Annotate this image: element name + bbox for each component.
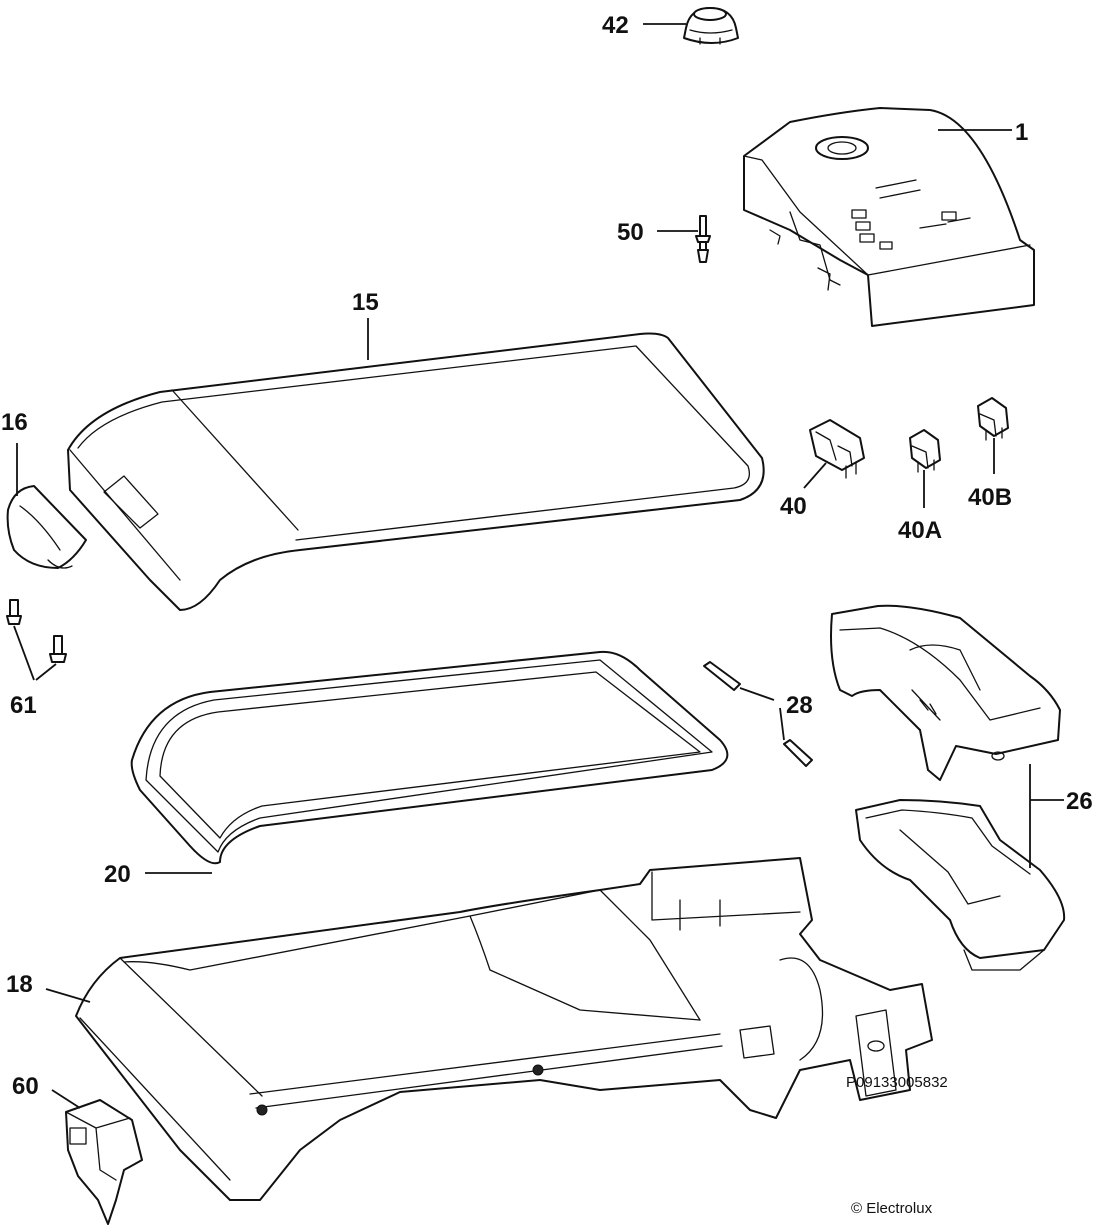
diagram-code: P09133005832 xyxy=(846,1074,948,1091)
callout-20: 20 xyxy=(104,861,131,888)
leader-60 xyxy=(51,1089,81,1109)
leader-18 xyxy=(45,988,91,1003)
part-26-lower-bracket xyxy=(855,799,1066,971)
part-40b-button xyxy=(977,397,1009,441)
callout-26: 26 xyxy=(1066,788,1093,815)
callout-1: 1 xyxy=(1015,119,1028,146)
part-26-upper-bracket xyxy=(830,604,1061,781)
copyright-notice: © Electrolux xyxy=(851,1200,933,1217)
callout-60: 60 xyxy=(12,1073,39,1100)
part-61-screws xyxy=(6,599,67,663)
part-50-pin xyxy=(695,215,711,263)
leader-61b xyxy=(35,663,57,681)
callout-40a: 40A xyxy=(898,517,942,544)
part-15-lid xyxy=(67,332,765,611)
part-40-button xyxy=(809,419,865,479)
leader-61a xyxy=(13,625,35,681)
callout-40: 40 xyxy=(780,493,807,520)
part-40a-button xyxy=(909,429,941,473)
callout-16: 16 xyxy=(1,409,28,436)
part-16-hinge-cap xyxy=(6,485,87,569)
callout-40b: 40B xyxy=(968,484,1012,511)
part-1-control-panel xyxy=(743,107,1035,327)
callout-42: 42 xyxy=(602,12,629,39)
callout-18: 18 xyxy=(6,971,33,998)
leader-40 xyxy=(803,462,827,489)
callout-61: 61 xyxy=(10,692,37,719)
leader-28a xyxy=(739,687,775,701)
callout-15: 15 xyxy=(352,289,379,316)
part-42-knob xyxy=(683,7,739,45)
part-60-lock-switch xyxy=(65,1099,143,1225)
part-20-gasket xyxy=(130,650,729,865)
callout-28: 28 xyxy=(786,692,813,719)
callout-50: 50 xyxy=(617,219,644,246)
part-28-rods xyxy=(703,661,813,767)
part-18-top-frame xyxy=(75,857,933,1201)
leader-28b xyxy=(779,707,785,741)
leader-26 xyxy=(1029,764,1064,868)
